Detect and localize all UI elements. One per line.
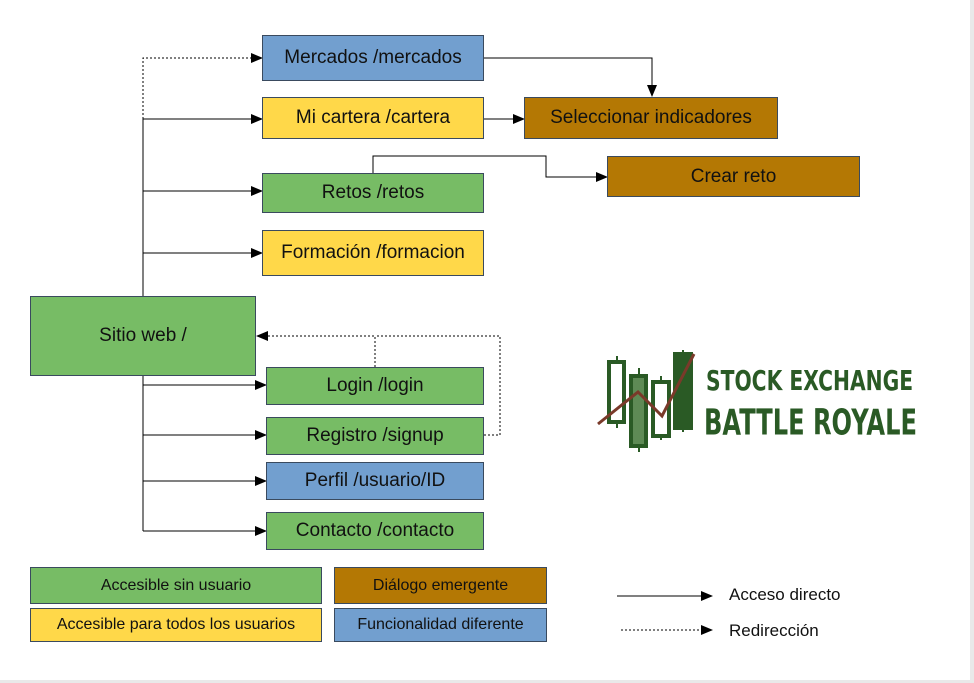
legend-funcionalidad-diferente: Funcionalidad diferente xyxy=(334,608,547,642)
node-mercados: Mercados /mercados xyxy=(262,35,484,81)
legend-dialogo-emergente: Diálogo emergente xyxy=(334,567,547,604)
legend-acceso-directo-label: Acceso directo xyxy=(729,585,841,604)
edge-retos-to-crear-reto xyxy=(372,155,608,182)
node-retos: Retos /retos xyxy=(262,173,484,213)
node-indicadores-label: Seleccionar indicadores xyxy=(550,107,752,128)
node-formacion: Formación /formacion xyxy=(262,230,484,276)
node-signup: Registro /signup xyxy=(266,417,484,455)
node-login-label: Login /login xyxy=(326,375,424,396)
legend-accesible-sin-usuario: Accesible sin usuario xyxy=(30,567,322,604)
node-perfil: Perfil /usuario/ID xyxy=(266,462,484,500)
node-sitio-web-label: Sitio web / xyxy=(99,325,187,346)
node-crear-reto-label: Crear reto xyxy=(690,165,777,187)
node-cartera: Mi cartera /cartera xyxy=(262,97,484,139)
logo-candles-icon xyxy=(597,350,696,452)
logo-text-line1: STOCK EXCHANGE xyxy=(706,366,914,398)
node-perfil-label: Perfil /usuario/ID xyxy=(304,470,446,491)
node-login: Login /login xyxy=(266,367,484,405)
redirect-to-mercados-line xyxy=(142,53,263,119)
redirect-login-to-root-line xyxy=(256,331,376,367)
node-contacto: Contacto /contacto xyxy=(266,512,484,550)
edge-mercados-to-indicadores xyxy=(484,57,657,97)
node-signup-label: Registro /signup xyxy=(306,425,444,446)
legend-dialogo-emergente-label: Diálogo emergente xyxy=(372,576,509,594)
legend-accesible-todos-label: Accesible para todos los usuarios xyxy=(56,616,296,633)
logo-text-line2: BATTLE ROYALE xyxy=(704,402,917,444)
legend-accesible-sin-usuario-label: Accesible sin usuario xyxy=(100,576,252,594)
node-cartera-label: Mi cartera /cartera xyxy=(295,107,451,128)
legend-redireccion-label: Redirección xyxy=(729,621,819,640)
redirect-signup-to-root-line xyxy=(375,335,501,436)
node-crear-reto: Crear reto xyxy=(607,156,860,197)
legend-funcionalidad-diferente-label: Funcionalidad diferente xyxy=(357,616,524,633)
page-edge-right xyxy=(970,0,974,683)
node-indicadores: Seleccionar indicadores xyxy=(524,97,778,139)
node-sitio-web: Sitio web / xyxy=(30,296,256,376)
node-formacion-label: Formación /formacion xyxy=(281,242,465,263)
node-mercados-label: Mercados /mercados xyxy=(284,47,462,68)
legend-accesible-todos: Accesible para todos los usuarios xyxy=(30,608,322,642)
node-contacto-label: Contacto /contacto xyxy=(295,520,455,541)
page-edge-bottom xyxy=(0,680,974,683)
node-retos-label: Retos /retos xyxy=(321,182,425,203)
